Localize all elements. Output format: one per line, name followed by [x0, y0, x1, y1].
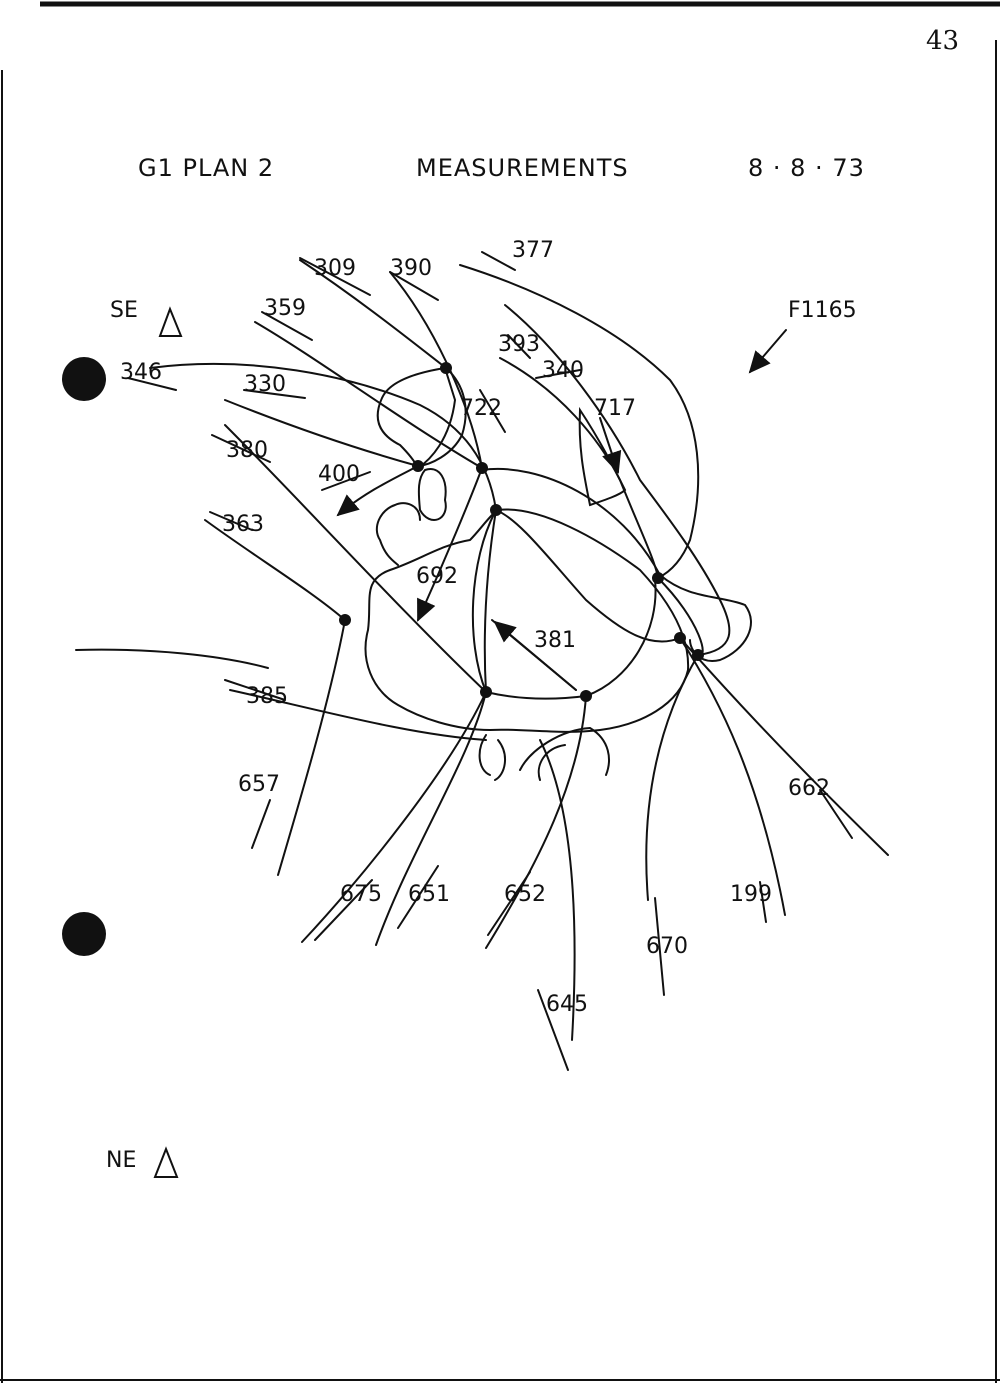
- measurement-label: 390: [390, 256, 432, 281]
- title-center: MEASUREMENTS: [416, 154, 629, 182]
- measurement-label: 380: [226, 438, 268, 463]
- measurement-label: 675: [340, 882, 382, 907]
- ne-triangle-icon: [153, 1146, 179, 1178]
- measurement-label: 670: [646, 934, 688, 959]
- bone-fragment-b: [417, 468, 447, 522]
- skull-outline: [364, 508, 690, 733]
- measurement-label: 692: [416, 564, 458, 589]
- binder-hole-bottom: [62, 912, 106, 956]
- measurement-label: 393: [498, 332, 540, 357]
- date: 8 · 8 · 73: [748, 154, 865, 182]
- measurement-label: 400: [318, 462, 360, 487]
- measurement-label: 359: [264, 296, 306, 321]
- junction-dots: [339, 362, 704, 702]
- bone-fragment-a: [376, 366, 457, 470]
- film-arrow-icon: [748, 329, 787, 374]
- page-number: 43: [926, 26, 960, 56]
- measurement-label: 340: [542, 358, 584, 383]
- measurement-label: 377: [512, 238, 554, 263]
- title-left: G1 PLAN 2: [138, 154, 275, 182]
- se-marker-label: SE: [110, 298, 138, 323]
- measurement-label: 199: [730, 882, 772, 907]
- skull-cranium-ridge: [481, 468, 752, 662]
- ne-marker-label: NE: [106, 1148, 137, 1173]
- bone-fragment-c: [375, 502, 421, 566]
- measurement-label: 662: [788, 776, 830, 801]
- measurement-label: 309: [314, 256, 356, 281]
- measurement-label: 651: [408, 882, 450, 907]
- measurement-label: 346: [120, 360, 162, 385]
- binder-hole-top: [62, 357, 106, 401]
- measurement-label: 657: [238, 772, 280, 797]
- skull-jaw: [478, 726, 610, 781]
- skull-outline-inner: [471, 511, 657, 700]
- measurement-label: 645: [546, 992, 588, 1017]
- measurement-label: 385: [246, 684, 288, 709]
- measurement-label: 717: [594, 396, 636, 421]
- measurement-label: 363: [222, 512, 264, 537]
- se-triangle-icon: [158, 306, 183, 337]
- measurement-label: 330: [244, 372, 286, 397]
- measurement-label: 722: [460, 396, 502, 421]
- film-label: F1165: [788, 298, 857, 323]
- measurement-label: 652: [504, 882, 546, 907]
- measurement-label: 381: [534, 628, 576, 653]
